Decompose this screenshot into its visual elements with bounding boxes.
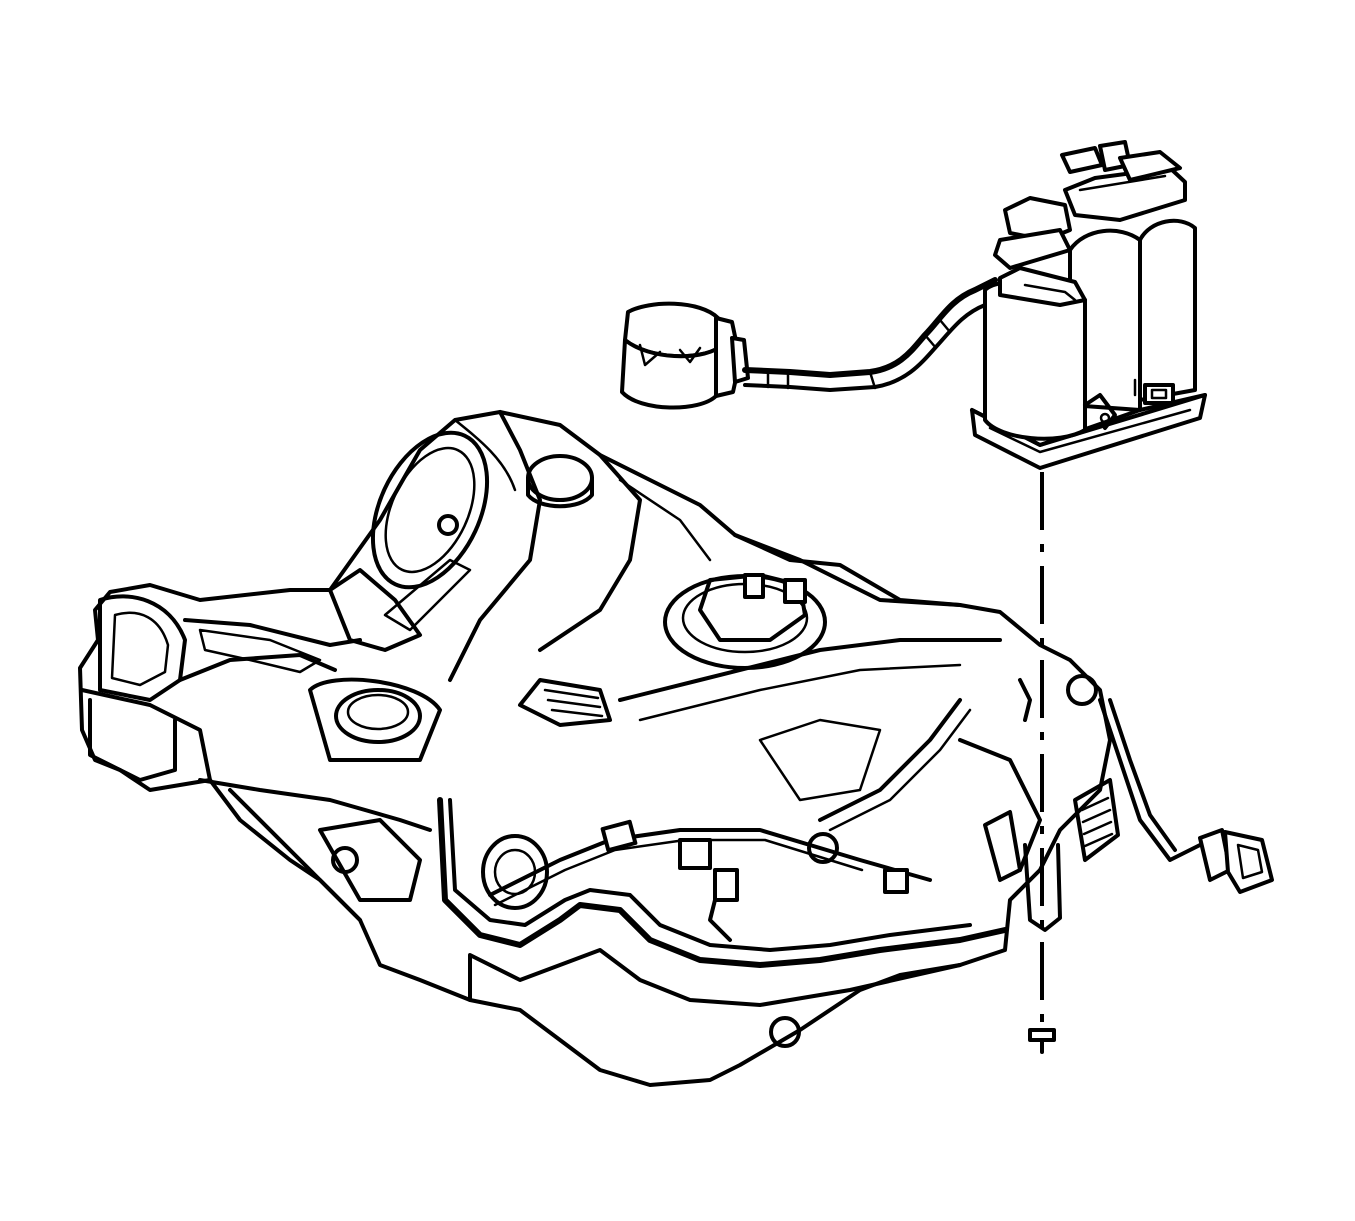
vent-hose [742, 277, 1002, 392]
fuel-tank [78, 410, 1120, 1087]
wiring-harness-connector [1098, 698, 1274, 894]
evap-canister [970, 140, 1207, 470]
fuel-tank-outline [78, 410, 1112, 1087]
canister-vent-solenoid [620, 301, 750, 410]
mounting-bolt [1023, 472, 1062, 1054]
